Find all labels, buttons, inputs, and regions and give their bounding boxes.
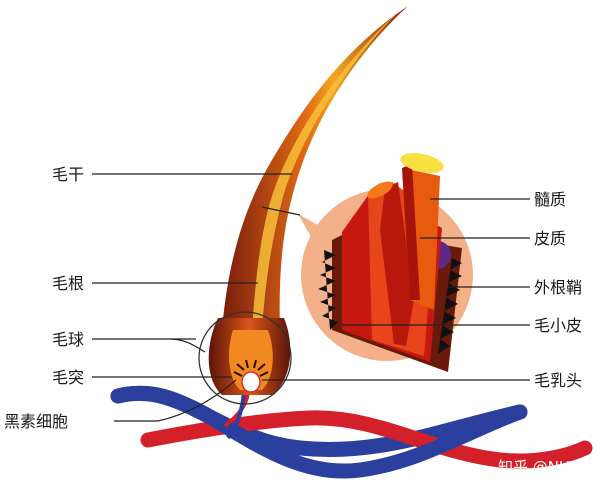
leader-shaft-2 xyxy=(261,206,301,216)
capillary-blue xyxy=(226,391,246,440)
label-medulla: 髓质 xyxy=(534,190,566,209)
label-shaft: 毛干 xyxy=(52,165,84,184)
bulb-magnifier-ring xyxy=(198,311,292,405)
melanocyte-rays xyxy=(233,359,269,377)
inset-cortex-top xyxy=(367,181,393,199)
label-bulb: 毛球 xyxy=(52,330,84,349)
label-outer-root-sheath: 外根鞘 xyxy=(534,278,582,297)
inset-spikes-left xyxy=(318,250,338,330)
hair-shaft-group xyxy=(222,6,408,330)
leader-bulb-bend xyxy=(169,338,206,353)
leader-lines xyxy=(92,173,530,422)
inset-spikes-right xyxy=(438,258,462,354)
dermal-papilla xyxy=(241,371,261,393)
inset-medulla-side xyxy=(402,164,420,300)
magnified-inset xyxy=(298,153,473,372)
label-cuticle: 毛小皮 xyxy=(534,316,582,335)
label-papilla-tip: 毛突 xyxy=(52,368,84,387)
label-dermal-papilla: 毛乳头 xyxy=(534,371,582,390)
label-root: 毛根 xyxy=(52,274,84,293)
right-labels: 髓质 皮质 外根鞘 毛小皮 毛乳头 xyxy=(534,190,582,390)
hair-bulb xyxy=(198,311,292,405)
left-labels: 毛干 毛根 毛球 毛突 黑素细胞 xyxy=(4,165,84,431)
inset-medulla-top xyxy=(400,153,444,173)
label-melanocyte: 黑素细胞 xyxy=(4,412,68,431)
watermark: 知乎 @NUT xyxy=(498,458,580,476)
vein-front xyxy=(110,385,528,479)
leader-melanocyte xyxy=(114,379,237,422)
blood-vessels xyxy=(110,385,593,479)
inset-cortex-stripe xyxy=(380,182,414,346)
label-cortex: 皮质 xyxy=(534,229,566,248)
